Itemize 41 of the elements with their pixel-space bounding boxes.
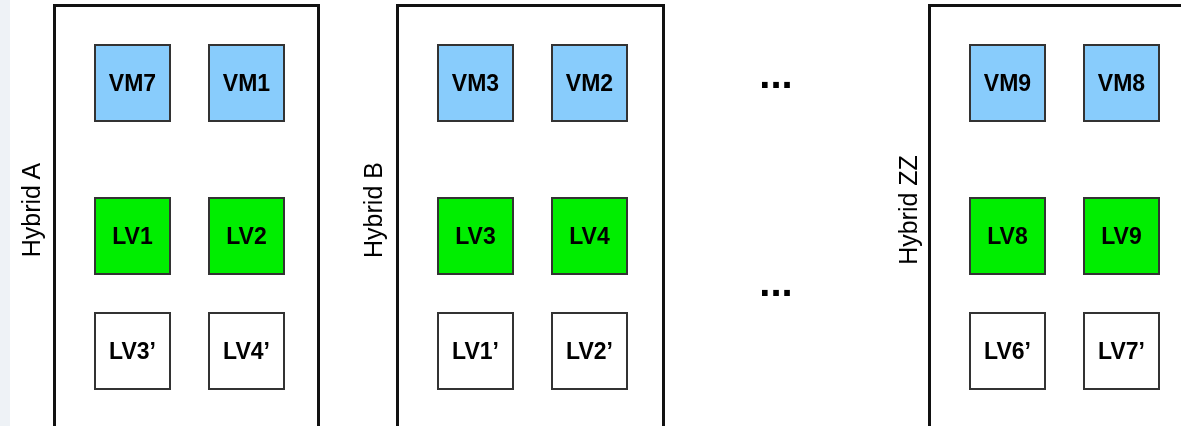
box-label: LV3 <box>455 222 496 250</box>
vm-box <box>208 44 285 122</box>
box-label: LV1’ <box>452 337 499 365</box>
lv-box <box>1083 312 1160 390</box>
lv-box <box>208 197 285 275</box>
box-label: VM9 <box>983 69 1032 97</box>
lv-box <box>551 197 628 275</box>
box-label: VM1 <box>222 69 271 97</box>
box-label: VM2 <box>565 69 614 97</box>
box-label: LV2 <box>226 222 267 250</box>
box-label: LV9 <box>1101 222 1142 250</box>
box-label: LV7’ <box>1098 337 1145 365</box>
box-label: LV3’ <box>109 337 156 365</box>
hybrid-label: Hybrid ZZ <box>895 155 921 265</box>
ellipsis: ... <box>759 262 793 302</box>
box-label: LV2’ <box>566 337 613 365</box>
vm-box <box>1083 44 1160 122</box>
lv-box <box>969 312 1046 390</box>
box-label: VM7 <box>108 69 157 97</box>
box-label: LV8 <box>987 222 1028 250</box>
vm-box <box>94 44 171 122</box>
box-label: VM8 <box>1097 69 1146 97</box>
lv-box <box>208 312 285 390</box>
box-label: LV4’ <box>223 337 270 365</box>
lv-box <box>94 197 171 275</box>
ellipsis: ... <box>759 54 793 94</box>
box-label: LV1 <box>112 222 153 250</box>
vm-box <box>551 44 628 122</box>
lv-box <box>1083 197 1160 275</box>
vm-box <box>969 44 1046 122</box>
box-label: LV4 <box>569 222 610 250</box>
hybrid-label: Hybrid A <box>18 162 44 258</box>
lv-box <box>94 312 171 390</box>
lv-box <box>437 312 514 390</box>
hybrid-label: Hybrid B <box>360 162 386 258</box>
lv-box <box>437 197 514 275</box>
lv-box <box>969 197 1046 275</box>
box-label: LV6’ <box>984 337 1031 365</box>
vm-box <box>437 44 514 122</box>
box-label: VM3 <box>451 69 500 97</box>
lv-box <box>551 312 628 390</box>
